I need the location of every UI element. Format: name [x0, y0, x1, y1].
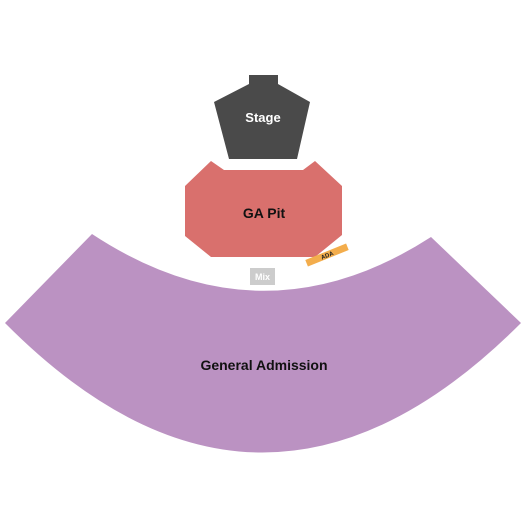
ga-pit-section[interactable]: GA Pit	[185, 161, 342, 257]
general-admission-shape[interactable]	[5, 234, 521, 453]
mix-position: Mix	[250, 268, 275, 285]
general-admission-section[interactable]: General Admission	[5, 234, 521, 453]
ga-pit-shape[interactable]	[185, 161, 342, 257]
mix-shape	[250, 268, 275, 285]
ada-shape[interactable]	[305, 243, 349, 267]
stage-shape	[214, 75, 310, 159]
stage-section: Stage	[214, 75, 310, 159]
